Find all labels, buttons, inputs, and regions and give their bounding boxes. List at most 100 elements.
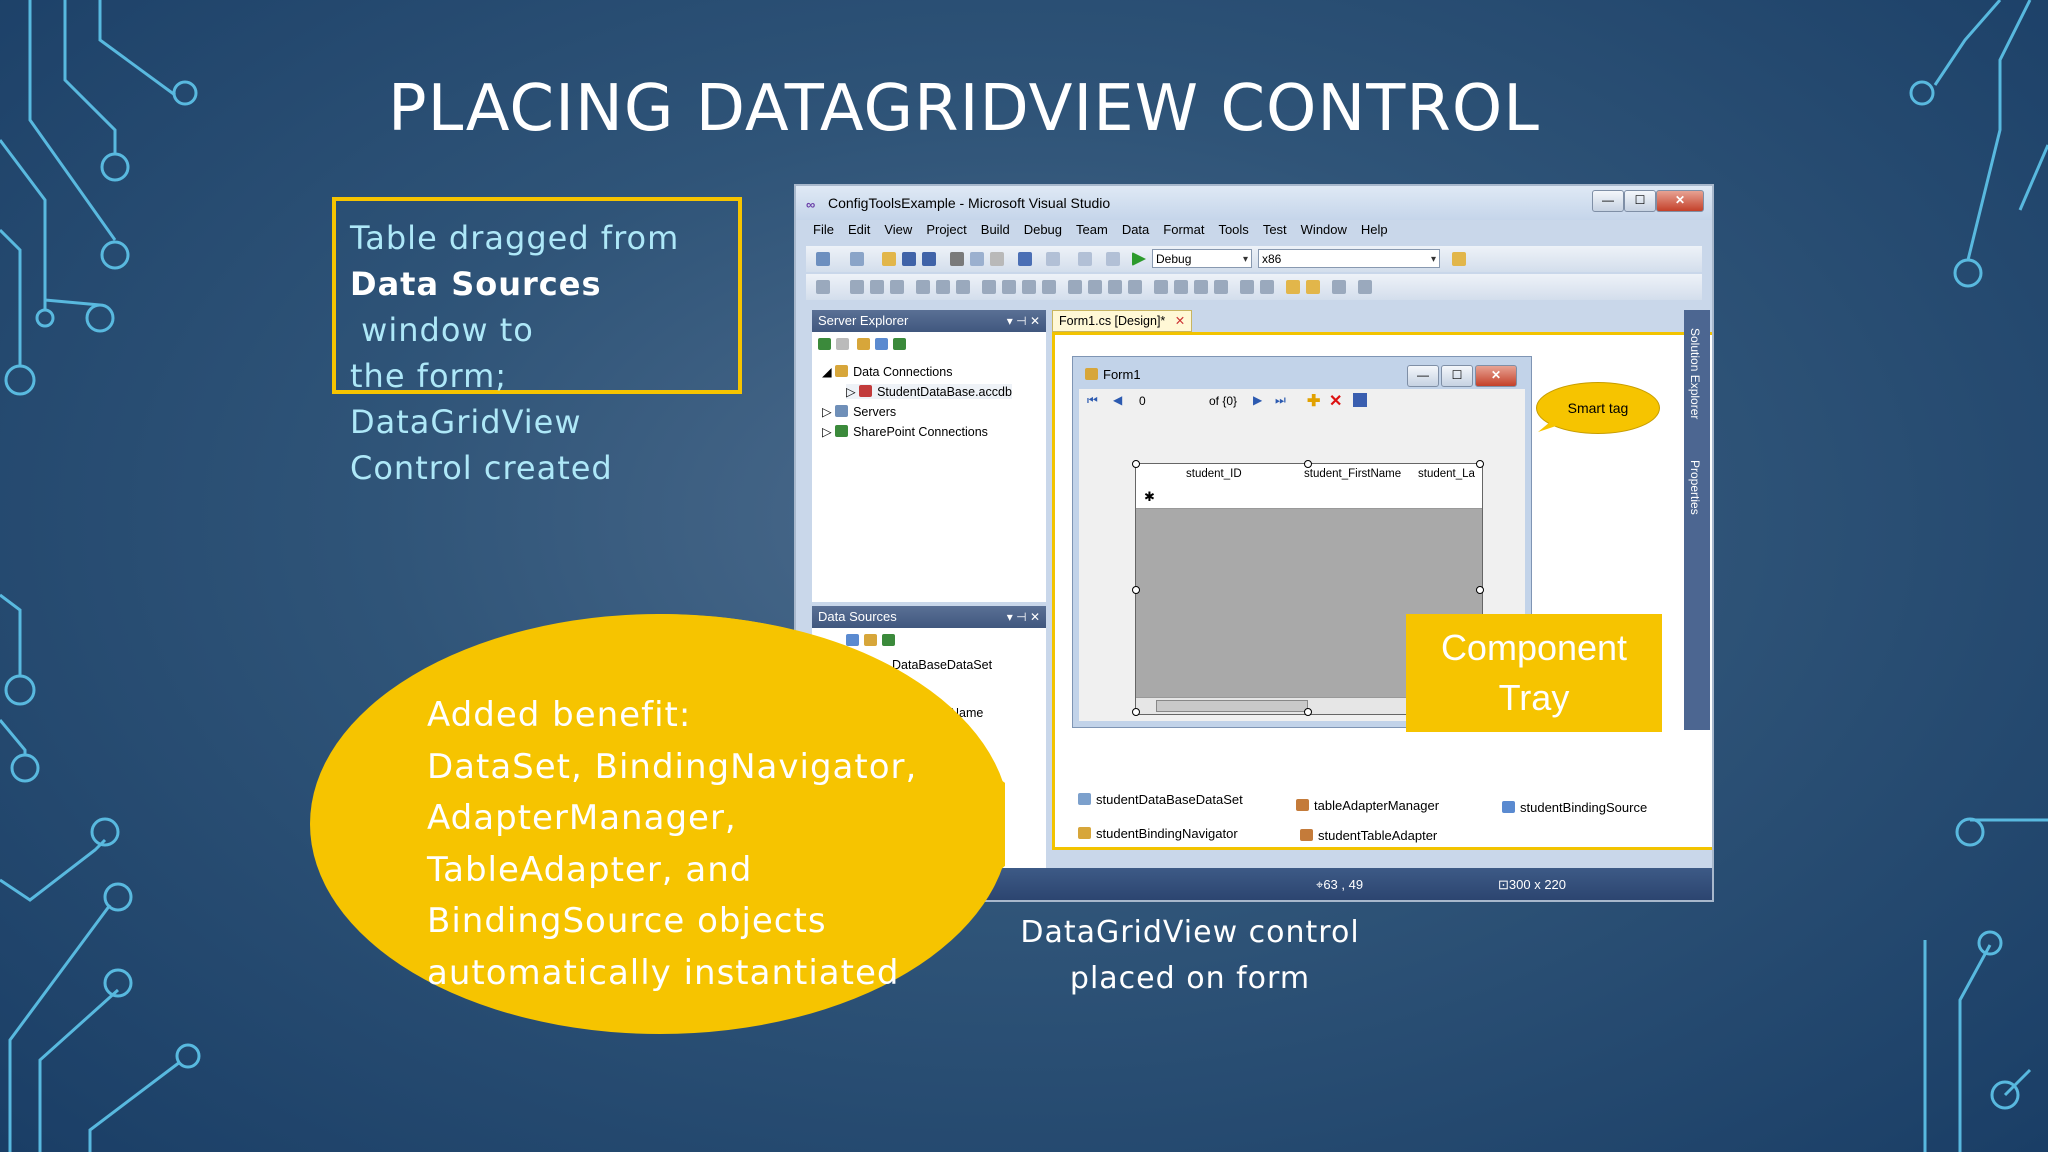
menu-edit[interactable]: Edit — [847, 222, 871, 237]
center-horizontally-icon[interactable] — [1240, 280, 1254, 294]
add-new-icon[interactable]: ✚ — [1307, 393, 1321, 410]
component-bindingnavigator[interactable]: studentBindingNavigator — [1078, 826, 1238, 841]
maximize-button[interactable]: ☐ — [1624, 190, 1656, 212]
new-project-icon[interactable] — [816, 252, 830, 266]
minimize-button[interactable]: — — [1592, 190, 1624, 212]
increase-vspacing-icon[interactable] — [1174, 280, 1188, 294]
tree-item-sharepoint[interactable]: ▷ SharePoint Connections — [822, 425, 988, 439]
navigate-forward-icon[interactable] — [1106, 252, 1120, 266]
solution-explorer-tab[interactable]: Solution Explorer — [1688, 328, 1702, 420]
move-next-icon[interactable]: ▶ — [1253, 393, 1263, 407]
connect-server-icon[interactable] — [875, 338, 889, 350]
lock-controls-icon[interactable] — [1358, 280, 1372, 294]
open-icon[interactable] — [882, 252, 896, 266]
close-button[interactable]: ✕ — [1656, 190, 1704, 212]
add-item-icon[interactable] — [850, 252, 864, 266]
save-all-icon[interactable] — [922, 252, 936, 266]
component-tableadaptermanager[interactable]: tableAdapterManager — [1296, 798, 1439, 813]
decrease-vspacing-icon[interactable] — [1194, 280, 1208, 294]
properties-tab[interactable]: Properties — [1688, 460, 1702, 515]
menu-file[interactable]: File — [813, 222, 834, 237]
panel-controls[interactable]: ▾ ⊣ ✕ — [1006, 610, 1040, 624]
move-last-icon[interactable]: ⏭ — [1275, 393, 1286, 407]
dataset-item[interactable]: DataBaseDataSet — [892, 658, 993, 672]
center-vertically-icon[interactable] — [1260, 280, 1274, 294]
menu-debug[interactable]: Debug — [1023, 222, 1063, 237]
selection-handle[interactable] — [1304, 460, 1312, 468]
menu-project[interactable]: Project — [926, 222, 967, 237]
grid-new-row[interactable]: ✱ — [1136, 486, 1482, 509]
menu-team[interactable]: Team — [1076, 222, 1108, 237]
save-icon[interactable] — [902, 252, 916, 266]
panel-controls[interactable]: ▾ ⊣ ✕ — [1006, 314, 1040, 328]
connect-database-icon[interactable] — [857, 338, 871, 350]
redo-icon[interactable] — [1046, 252, 1060, 266]
align-centers-icon[interactable] — [870, 280, 884, 294]
find-in-files-icon[interactable] — [1452, 252, 1466, 266]
save-data-icon[interactable] — [1353, 393, 1367, 407]
vertical-spacing-icon[interactable] — [1154, 280, 1168, 294]
selection-handle[interactable] — [1476, 460, 1484, 468]
move-first-icon[interactable]: ⏮ — [1087, 393, 1098, 407]
horizontal-spacing-icon[interactable] — [1068, 280, 1082, 294]
move-previous-icon[interactable]: ◀ — [1113, 393, 1123, 407]
undo-icon[interactable] — [1018, 252, 1032, 266]
scrollbar-thumb[interactable] — [1156, 700, 1308, 712]
refresh-icon[interactable] — [818, 338, 831, 350]
selection-handle[interactable] — [1132, 586, 1140, 594]
tab-order-icon[interactable] — [1332, 280, 1346, 294]
tree-item-servers[interactable]: ▷ Servers — [822, 405, 897, 419]
column-header[interactable]: student_La — [1418, 468, 1475, 480]
menu-format[interactable]: Format — [1163, 222, 1205, 237]
component-bindingsource[interactable]: studentBindingSource — [1502, 800, 1647, 815]
component-tableadapter[interactable]: studentTableAdapter — [1300, 828, 1437, 843]
binding-navigator[interactable]: ⏮ ◀ 0 of {0} ▶ ⏭ ✚ ✕ — [1079, 389, 1525, 415]
start-debugging-icon[interactable] — [1132, 252, 1146, 266]
selection-handle[interactable] — [1132, 708, 1140, 716]
selection-handle[interactable] — [1304, 708, 1312, 716]
configure-dataset-icon[interactable] — [882, 634, 895, 646]
increase-spacing-icon[interactable] — [1088, 280, 1102, 294]
align-middles-icon[interactable] — [936, 280, 950, 294]
copy-icon[interactable] — [970, 252, 984, 266]
cut-icon[interactable] — [950, 252, 964, 266]
size-to-grid-icon[interactable] — [1042, 280, 1056, 294]
add-data-source-icon[interactable] — [846, 634, 859, 646]
selection-handle[interactable] — [1476, 586, 1484, 594]
column-header[interactable]: student_ID — [1186, 468, 1242, 480]
menu-window[interactable]: Window — [1300, 222, 1347, 237]
grid-horizontal-scrollbar[interactable] — [1136, 697, 1482, 714]
position-item[interactable]: 0 — [1139, 394, 1146, 408]
column-header[interactable]: student_FirstName — [1304, 468, 1402, 480]
align-tops-icon[interactable] — [916, 280, 930, 294]
align-lefts-icon[interactable] — [850, 280, 864, 294]
menu-build[interactable]: Build — [980, 222, 1010, 237]
navigate-backward-icon[interactable] — [1078, 252, 1092, 266]
tab-form1-design[interactable]: Form1.cs [Design]* ✕ — [1052, 310, 1193, 332]
selection-handle[interactable] — [1132, 460, 1140, 468]
paste-icon[interactable] — [990, 252, 1004, 266]
delete-icon[interactable]: ✕ — [1329, 393, 1343, 410]
bring-to-front-icon[interactable] — [1286, 280, 1300, 294]
make-same-width-icon[interactable] — [982, 280, 996, 294]
send-to-back-icon[interactable] — [1306, 280, 1320, 294]
tree-item-data-connections[interactable]: ◢ Data Connections — [822, 365, 953, 379]
configuration-combo[interactable]: Debug — [1152, 249, 1252, 269]
menu-view[interactable]: View — [884, 222, 913, 237]
make-same-height-icon[interactable] — [1002, 280, 1016, 294]
component-dataset[interactable]: studentDataBaseDataSet — [1078, 792, 1243, 807]
remove-vspacing-icon[interactable] — [1214, 280, 1228, 294]
tab-close-icon[interactable]: ✕ — [1174, 314, 1186, 328]
stop-refresh-icon[interactable] — [836, 338, 849, 350]
decrease-spacing-icon[interactable] — [1108, 280, 1122, 294]
platform-combo[interactable]: x86 — [1258, 249, 1440, 269]
menu-help[interactable]: Help — [1360, 222, 1388, 237]
tree-item-studentdatabase[interactable]: ▷ StudentDataBase.accdb — [846, 384, 1012, 399]
menu-data[interactable]: Data — [1121, 222, 1150, 237]
align-grid-icon[interactable] — [816, 280, 830, 294]
menu-tools[interactable]: Tools — [1218, 222, 1249, 237]
sharepoint-connect-icon[interactable] — [893, 338, 907, 350]
edit-dataset-icon[interactable] — [864, 634, 877, 646]
align-rights-icon[interactable] — [890, 280, 904, 294]
remove-spacing-icon[interactable] — [1128, 280, 1142, 294]
